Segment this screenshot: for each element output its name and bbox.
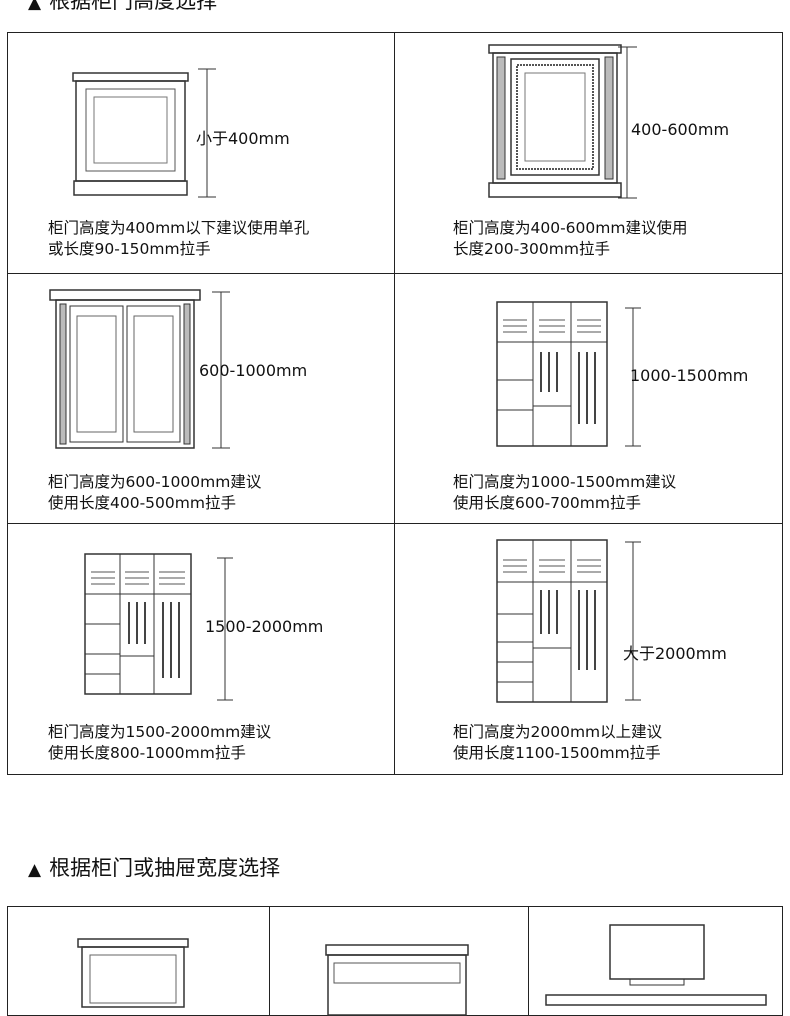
height-cell-400-600: 400-600mm 柜门高度为400-600mm建议使用 长度200-300mm… (395, 33, 783, 273)
tv-cabinet-drawing (545, 924, 767, 1006)
height-range-label: 400-600mm (631, 120, 730, 139)
tallest-wardrobe-drawing (496, 539, 641, 703)
grid-divider (528, 907, 529, 1015)
triangle-marker-icon: ▲ (28, 860, 42, 880)
section-title-height-text: 根据柜门高度选择 (49, 0, 218, 13)
height-range-label: 小于400mm (196, 129, 290, 148)
height-cell-over-2000: 大于2000mm 柜门高度为2000mm以上建议 使用长度1100-1500mm… (395, 524, 783, 774)
caption-line-1: 柜门高度为1500-2000mm建议 (48, 723, 272, 741)
caption-line-2: 使用长度600-700mm拉手 (453, 494, 641, 512)
section-title-width: ▲ 根据柜门或抽屉宽度选择 (28, 858, 280, 879)
small-cabinet-drawing (72, 68, 216, 198)
caption-line-2: 或长度90-150mm拉手 (48, 240, 211, 258)
height-range-label: 1000-1500mm (630, 366, 749, 385)
height-guide-grid: 小于400mm 柜门高度为400mm以下建议使用单孔 或长度90-150mm拉手… (7, 32, 783, 775)
section-title-height: ▲ 根据柜门高度选择 (28, 0, 217, 12)
double-door-cabinet-drawing (49, 289, 230, 449)
caption-line-1: 柜门高度为400-600mm建议使用 (453, 219, 688, 237)
height-range-label: 1500-2000mm (205, 617, 324, 636)
grid-divider (269, 907, 270, 1015)
caption-line-2: 使用长度400-500mm拉手 (48, 494, 236, 512)
drawer-cabinet-drawing (77, 938, 189, 1008)
ornate-cabinet-drawing (488, 44, 637, 199)
height-cell-1000-1500: 1000-1500mm 柜门高度为1000-1500mm建议 使用长度600-7… (395, 274, 783, 523)
height-range-label: 大于2000mm (623, 644, 727, 663)
sideboard-drawing (325, 944, 469, 1016)
height-range-label: 600-1000mm (199, 361, 308, 380)
caption-line-1: 柜门高度为2000mm以上建议 (453, 723, 663, 741)
caption-line-2: 长度200-300mm拉手 (453, 240, 610, 258)
grid-divider (8, 273, 782, 274)
height-cell-600-1000: 600-1000mm 柜门高度为600-1000mm建议 使用长度400-500… (8, 274, 394, 523)
height-cell-1500-2000: 1500-2000mm 柜门高度为1500-2000mm建议 使用长度800-1… (8, 524, 394, 774)
width-guide-grid (7, 906, 783, 1016)
caption-line-2: 使用长度1100-1500mm拉手 (453, 744, 661, 762)
caption-line-1: 柜门高度为400mm以下建议使用单孔 (48, 219, 310, 237)
height-cell-under-400: 小于400mm 柜门高度为400mm以下建议使用单孔 或长度90-150mm拉手 (8, 33, 394, 273)
grid-divider (394, 33, 395, 774)
grid-divider (8, 523, 782, 524)
caption-line-1: 柜门高度为600-1000mm建议 (48, 473, 262, 491)
tall-wardrobe-drawing (84, 553, 233, 701)
caption-line-2: 使用长度800-1000mm拉手 (48, 744, 246, 762)
wardrobe-drawing (496, 301, 641, 447)
triangle-marker-icon: ▲ (28, 0, 42, 13)
caption-line-1: 柜门高度为1000-1500mm建议 (453, 473, 677, 491)
section-title-width-text: 根据柜门或抽屉宽度选择 (49, 856, 281, 880)
